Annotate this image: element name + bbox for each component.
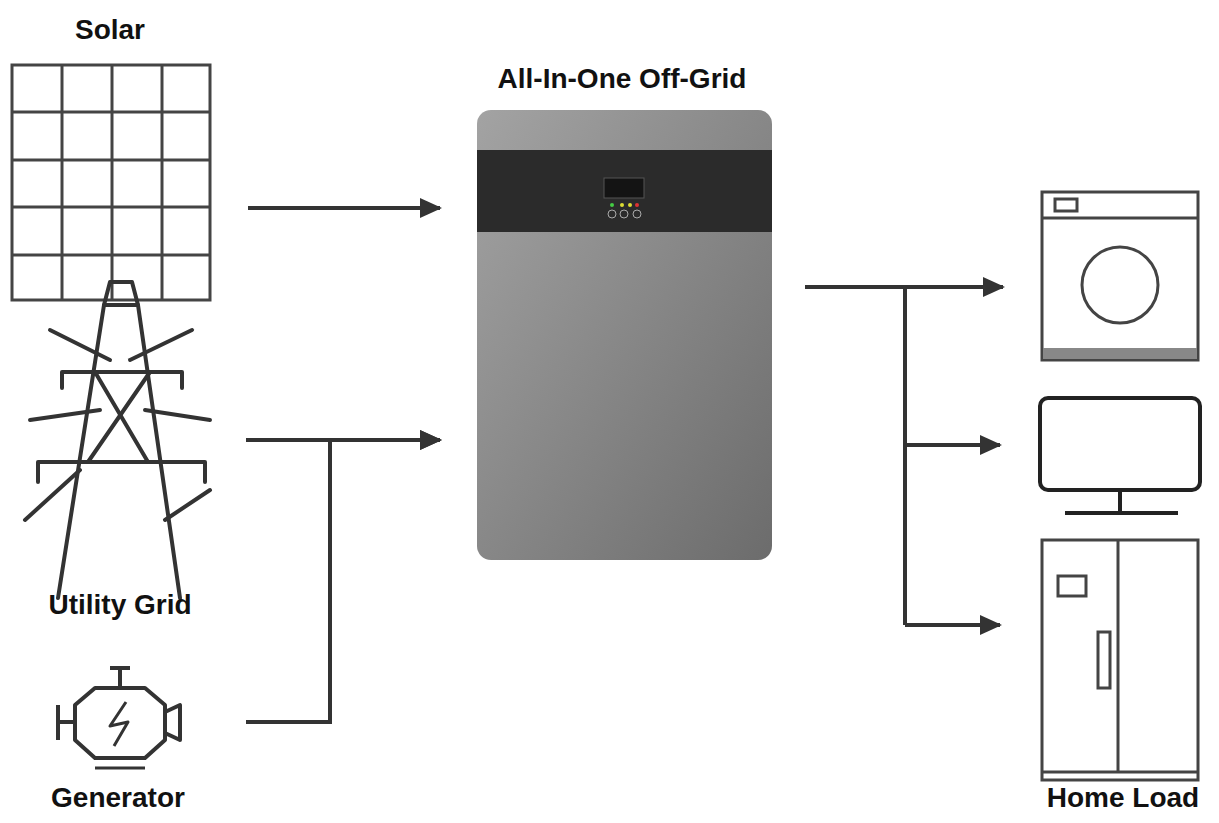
node-label: Solar <box>30 14 190 46</box>
source-solar: Solar <box>10 10 248 305</box>
inverter-unit-icon <box>477 110 772 560</box>
home-load: Home Load <box>1003 185 1215 820</box>
node-label: Generator <box>33 782 203 814</box>
inverter-unit: All-In-One Off-Grid <box>440 60 805 565</box>
node-label: Utility Grid <box>20 589 220 621</box>
node-label: Home Load <box>1033 782 1213 814</box>
flow-arrow <box>248 206 440 210</box>
flow-arrow <box>246 440 440 722</box>
node-label: All-In-One Off-Grid <box>452 63 792 95</box>
tv-icon <box>1040 398 1200 513</box>
fridge-icon <box>1042 540 1198 780</box>
power-tower-icon <box>25 282 210 598</box>
branch-lines <box>905 287 1000 625</box>
generator-icon <box>58 668 180 768</box>
washing-machine-icon <box>1042 192 1198 360</box>
flow-arrow <box>805 285 1003 289</box>
solar-panel-icon <box>12 65 210 300</box>
source-grid: Utility Grid <box>10 275 246 630</box>
source-generator: Generator <box>30 662 246 818</box>
